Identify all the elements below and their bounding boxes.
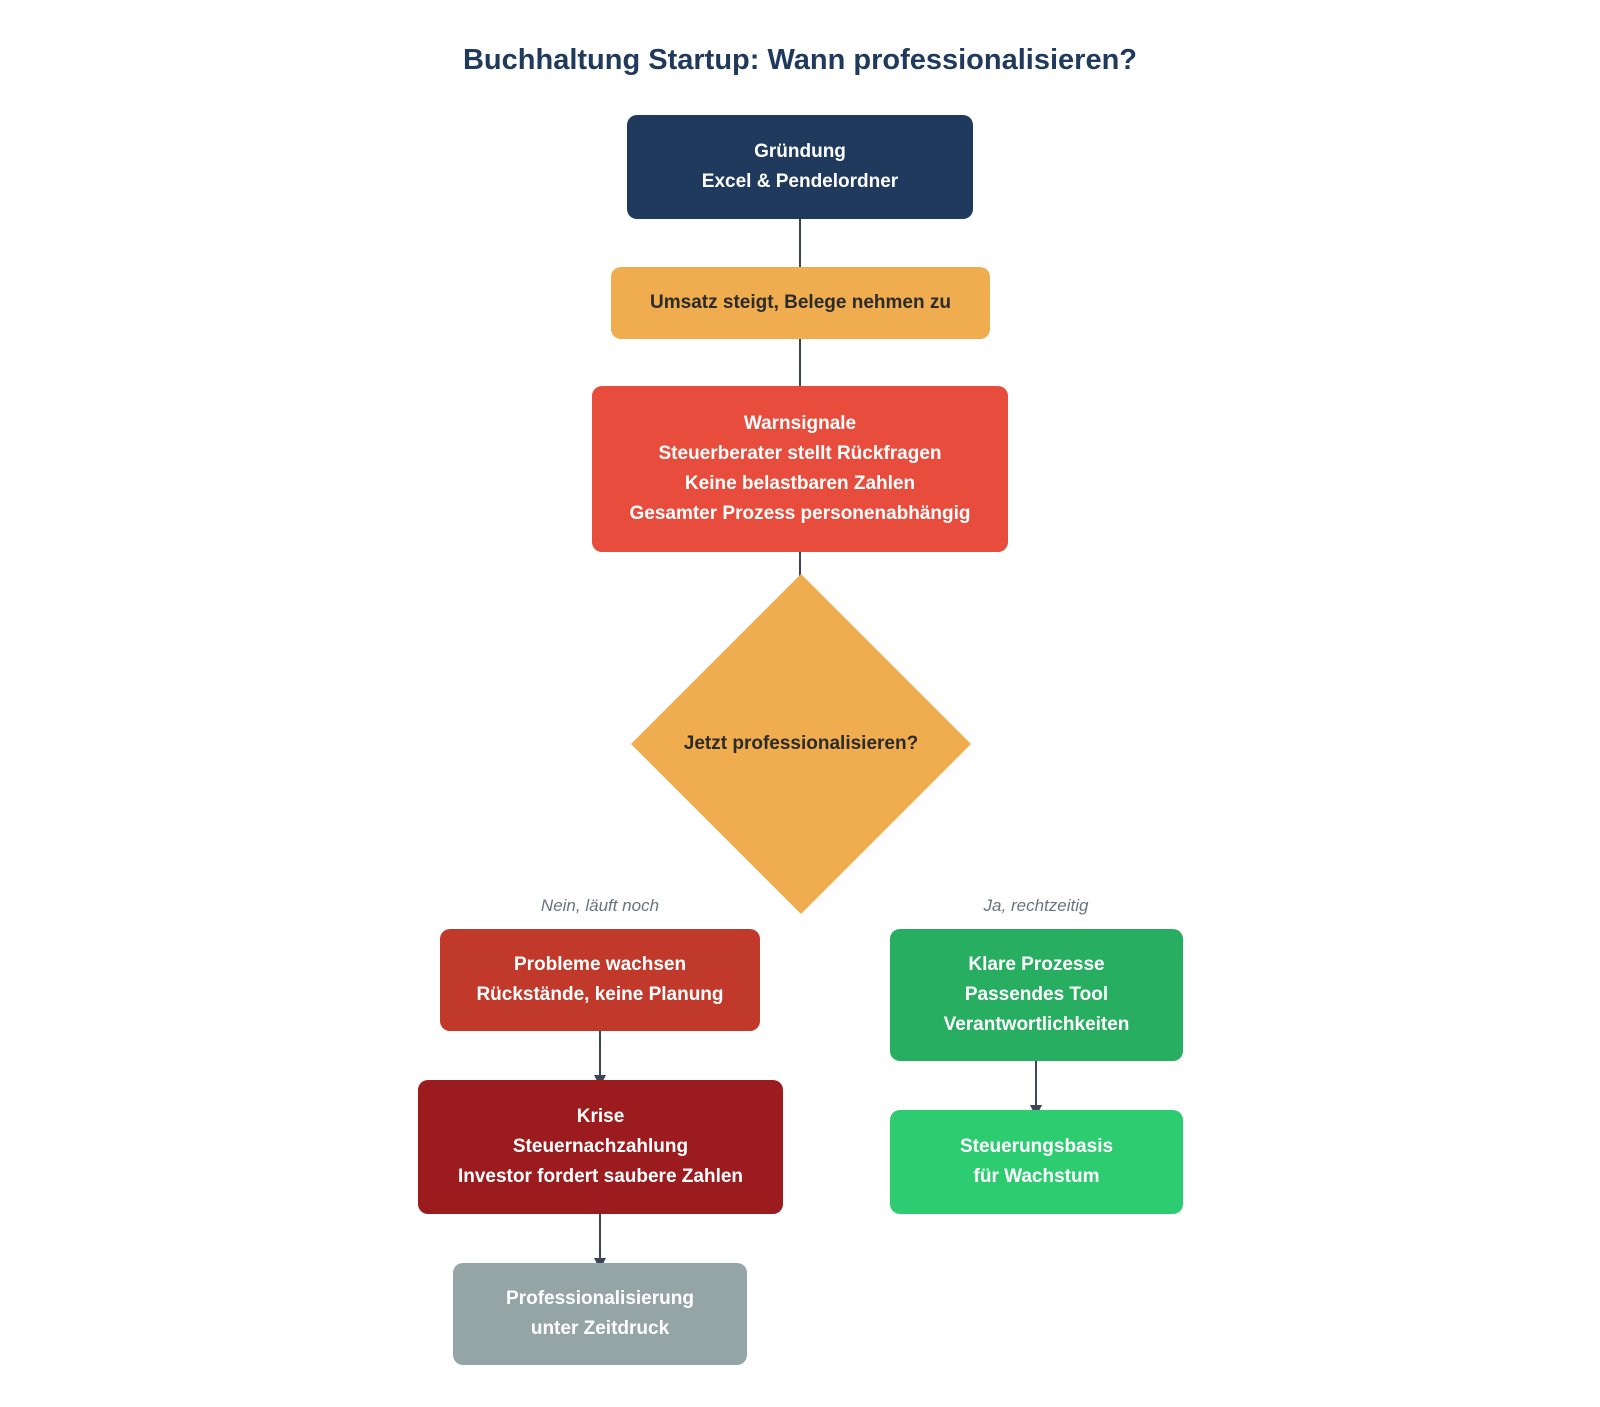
node-text-line: unter Zeitdruck [530,1318,670,1339]
node-zeitdruck: Professionalisierung unter Zeitdruck [453,1263,747,1365]
edge-label-yes: Ja, rechtzeitig [983,896,1089,915]
node-text-line: Gesamter Prozess personenabhängig [629,503,971,524]
node-text-line: Rückstände, keine Planung [476,984,724,1005]
node-text-line: für Wachstum [973,1166,1100,1187]
node-text-line: Krise [576,1106,625,1127]
decision-label: Jetzt professionalisieren? [683,733,919,754]
node-text-line: Gründung [754,141,846,162]
decision-node: Jetzt professionalisieren? [631,574,971,914]
edge-label-no: Nein, läuft noch [540,896,660,915]
diagram-title: Buchhaltung Startup: Wann professionalis… [462,44,1138,76]
node-text-line: Steuernachzahlung [512,1136,689,1157]
node-text-line: Probleme wachsen [513,954,687,975]
node-text-line: Professionalisierung [506,1288,694,1309]
node-umsatz: Umsatz steigt, Belege nehmen zu [611,267,990,339]
node-text-line: Klare Prozesse [968,954,1105,975]
node-text-line: Keine belastbaren Zahlen [684,473,916,494]
node-text-line: Investor fordert saubere Zahlen [457,1166,744,1187]
node-text-line: Steuerungsbasis [959,1136,1114,1157]
node-text-line: Warnsignale [743,413,857,434]
decision-diamond-shape [631,574,971,914]
node-text-line: Passendes Tool [964,984,1109,1005]
node-text-line: Steuerberater stellt Rückfragen [658,443,942,464]
node-text-line: Umsatz steigt, Belege nehmen zu [650,292,951,313]
node-text-line: Verantwortlichkeiten [943,1014,1130,1035]
node-text-line: Excel & Pendelordner [701,171,899,192]
node-steuerung: Steuerungsbasis für Wachstum [890,1110,1183,1214]
